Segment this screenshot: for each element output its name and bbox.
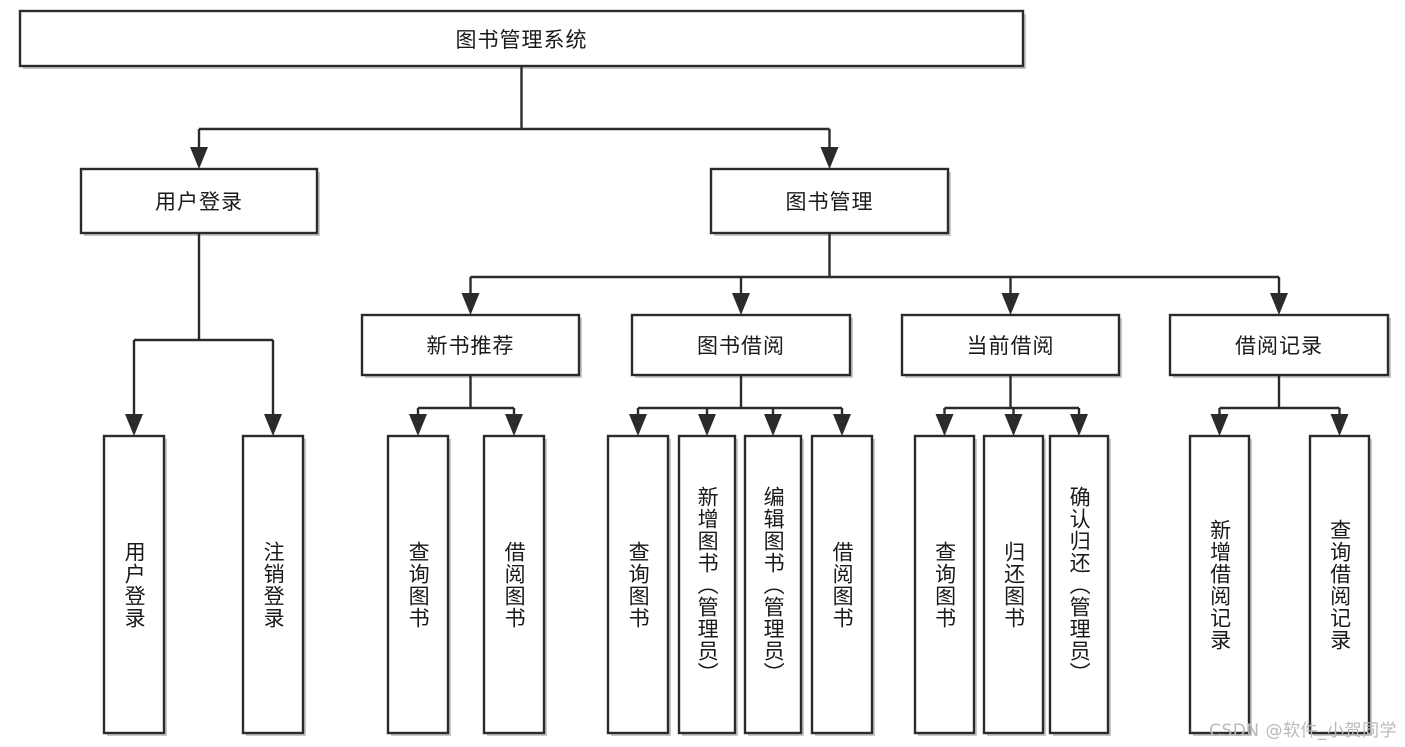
arrow-head bbox=[1270, 293, 1288, 315]
node-box-leaf-query-book-3[interactable] bbox=[913, 434, 976, 735]
node-box-leaf-return-book[interactable] bbox=[982, 434, 1045, 735]
node-box-current-borrow[interactable] bbox=[900, 313, 1121, 377]
arrow-head bbox=[264, 414, 282, 436]
arrow-head bbox=[764, 414, 782, 436]
node-box-leaf-add-record[interactable] bbox=[1188, 434, 1251, 735]
arrow-head bbox=[1070, 414, 1088, 436]
node-box-leaf-query-book-1[interactable] bbox=[386, 434, 450, 735]
arrow-head bbox=[1330, 414, 1349, 436]
arrow-head bbox=[732, 293, 750, 315]
arrow-head bbox=[409, 414, 427, 436]
arrow-head bbox=[935, 414, 954, 436]
node-box-leaf-logout[interactable] bbox=[241, 434, 305, 735]
node-box-leaf-borrow-book-2[interactable] bbox=[810, 434, 874, 735]
arrow-head bbox=[1210, 414, 1229, 436]
node-box-leaf-edit-book[interactable] bbox=[743, 434, 803, 735]
arrow-head bbox=[629, 414, 647, 436]
node-box-book-borrow[interactable] bbox=[630, 313, 852, 377]
node-box-leaf-query-record[interactable] bbox=[1308, 434, 1371, 735]
node-box-root[interactable] bbox=[18, 9, 1025, 68]
node-box-book-manage[interactable] bbox=[709, 167, 950, 235]
arrow-head bbox=[1004, 414, 1023, 436]
arrow-head bbox=[698, 414, 716, 436]
node-box-leaf-borrow-book-1[interactable] bbox=[482, 434, 546, 735]
arrow-head bbox=[833, 414, 851, 436]
edges-layer bbox=[125, 66, 1349, 436]
node-box-leaf-confirm-return[interactable] bbox=[1048, 434, 1110, 735]
watermark-text: CSDN @软件_小贺同学 bbox=[1209, 721, 1397, 741]
arrow-head bbox=[190, 147, 208, 169]
node-box-borrow-record[interactable] bbox=[1168, 313, 1390, 377]
arrow-head bbox=[820, 147, 839, 169]
node-box-user-login[interactable] bbox=[79, 167, 319, 235]
arrow-head bbox=[125, 414, 143, 436]
arrow-head bbox=[461, 293, 480, 315]
node-box-new-book-rec[interactable] bbox=[360, 313, 581, 377]
arrow-head bbox=[505, 414, 523, 436]
boxes-layer bbox=[18, 9, 1391, 736]
node-box-leaf-user-login[interactable] bbox=[102, 434, 166, 735]
node-box-leaf-query-book-2[interactable] bbox=[606, 434, 670, 735]
arrow-head bbox=[1001, 293, 1020, 315]
node-box-leaf-add-book[interactable] bbox=[677, 434, 737, 735]
